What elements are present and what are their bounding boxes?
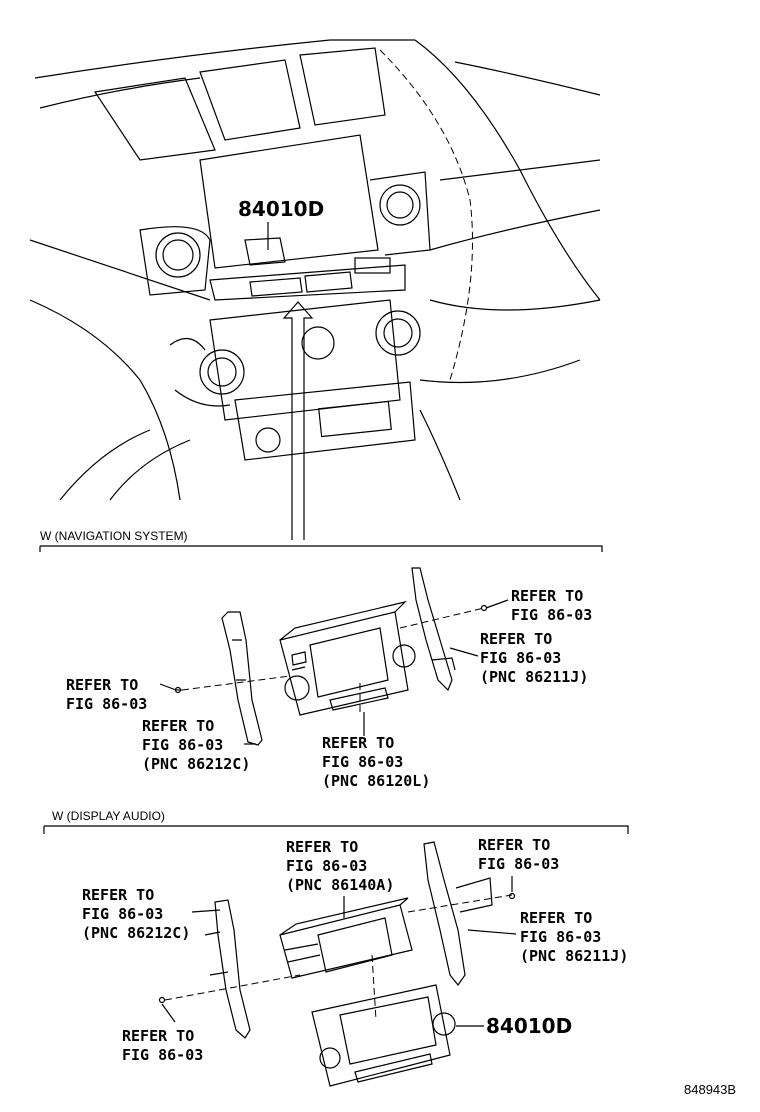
- svg-text:REFER TO: REFER TO: [478, 836, 550, 854]
- bottom-part-number: 84010D: [486, 1014, 572, 1038]
- svg-text:FIG 86-03: FIG 86-03: [122, 1046, 203, 1064]
- svg-text:FIG 86-03: FIG 86-03: [478, 855, 559, 873]
- svg-text:FIG 86-03: FIG 86-03: [511, 606, 592, 624]
- callout-nav-refer-top-right: REFER TO FIG 86-03: [511, 587, 592, 624]
- callout-da-refer-top-right: REFER TO FIG 86-03: [478, 836, 559, 873]
- section-title-navigation: W (NAVIGATION SYSTEM): [40, 529, 188, 543]
- svg-text:REFER TO: REFER TO: [82, 886, 154, 904]
- svg-text:REFER TO: REFER TO: [66, 676, 138, 694]
- callout-da-refer-86212c: REFER TO FIG 86-03 (PNC 86212C): [82, 886, 190, 942]
- svg-text:FIG 86-03: FIG 86-03: [322, 753, 403, 771]
- svg-text:FIG 86-03: FIG 86-03: [520, 928, 601, 946]
- section-navigation: W (NAVIGATION SYSTEM) REFER TO: [39, 529, 603, 790]
- svg-text:FIG 86-03: FIG 86-03: [66, 695, 147, 713]
- svg-text:FIG 86-03: FIG 86-03: [142, 736, 223, 754]
- svg-text:REFER TO: REFER TO: [286, 838, 358, 856]
- callout-nav-refer-left: REFER TO FIG 86-03: [66, 676, 147, 713]
- svg-text:REFER TO: REFER TO: [480, 630, 552, 648]
- svg-text:(PNC 86120L): (PNC 86120L): [322, 772, 430, 790]
- svg-text:FIG 86-03: FIG 86-03: [286, 857, 367, 875]
- callout-nav-refer-right-86211j: REFER TO FIG 86-03 (PNC 86211J): [480, 630, 588, 686]
- callout-da-refer-bottom-left: REFER TO FIG 86-03: [122, 1027, 203, 1064]
- callout-da-refer-86140a: REFER TO FIG 86-03 (PNC 86140A): [286, 838, 394, 894]
- section-display-audio: W (DISPLAY AUDIO): [43, 809, 629, 1087]
- svg-text:REFER TO: REFER TO: [322, 734, 394, 752]
- svg-text:REFER TO: REFER TO: [142, 717, 214, 735]
- svg-text:REFER TO: REFER TO: [122, 1027, 194, 1045]
- dashboard-view: 84010D: [29, 39, 601, 540]
- svg-text:FIG 86-03: FIG 86-03: [82, 905, 163, 923]
- svg-text:(PNC 86211J): (PNC 86211J): [520, 947, 628, 965]
- callout-nav-refer-86212c: REFER TO FIG 86-03 (PNC 86212C): [142, 717, 250, 773]
- svg-text:REFER TO: REFER TO: [511, 587, 583, 605]
- drawing-code: 848943B: [684, 1082, 736, 1097]
- svg-text:(PNC 86211J): (PNC 86211J): [480, 668, 588, 686]
- callout-nav-refer-86120l: REFER TO FIG 86-03 (PNC 86120L): [322, 734, 430, 790]
- svg-text:(PNC 86212C): (PNC 86212C): [142, 755, 250, 773]
- top-part-number: 84010D: [238, 197, 324, 221]
- section-title-display-audio: W (DISPLAY AUDIO): [52, 809, 165, 823]
- svg-text:FIG 86-03: FIG 86-03: [480, 649, 561, 667]
- callout-da-refer-86211j: REFER TO FIG 86-03 (PNC 86211J): [520, 909, 628, 965]
- svg-text:(PNC 86140A): (PNC 86140A): [286, 876, 394, 894]
- svg-text:(PNC 86212C): (PNC 86212C): [82, 924, 190, 942]
- svg-text:REFER TO: REFER TO: [520, 909, 592, 927]
